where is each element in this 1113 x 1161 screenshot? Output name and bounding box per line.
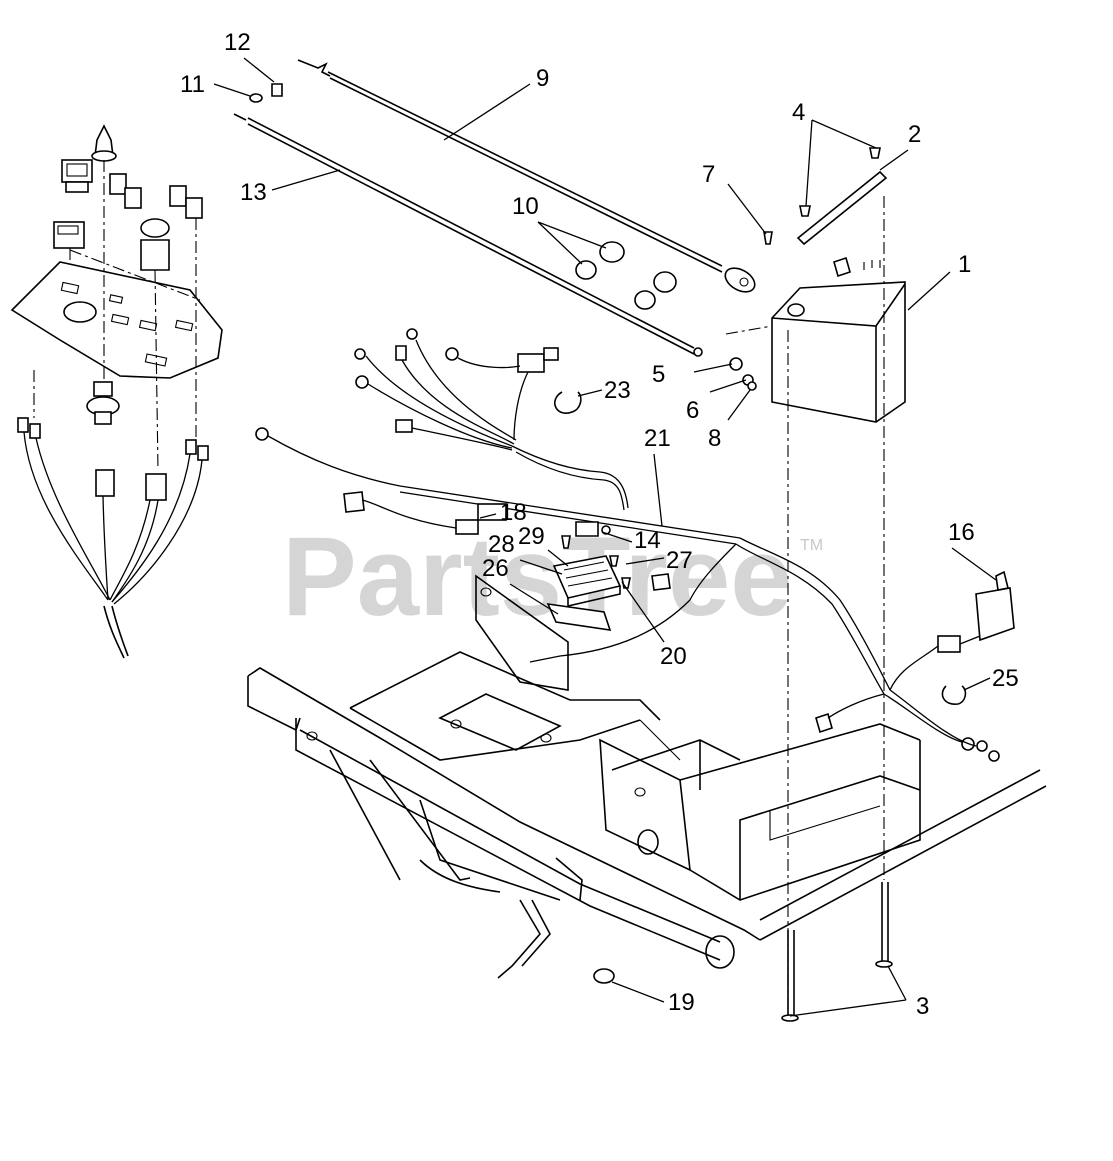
wire-harness — [255, 328, 1015, 762]
watermark: PartsTree TM — [282, 514, 823, 639]
callout-29: 29 — [518, 523, 545, 550]
callout-8: 8 — [708, 425, 721, 452]
watermark-trademark: TM — [800, 537, 823, 554]
callout-12: 12 — [224, 29, 251, 56]
callout-18: 18 — [500, 499, 527, 526]
callout-9: 9 — [536, 65, 549, 92]
callout-1: 1 — [958, 251, 971, 278]
callout-20: 20 — [660, 643, 687, 670]
callout-23: 23 — [604, 377, 631, 404]
watermark-text: PartsTree — [282, 514, 793, 639]
callout-2: 2 — [908, 121, 921, 148]
fuse-block — [546, 535, 671, 631]
callout-25: 25 — [992, 665, 1019, 692]
callout-27: 27 — [666, 547, 693, 574]
callout-19: 19 — [668, 989, 695, 1016]
callout-26: 26 — [482, 555, 509, 582]
callout-7: 7 — [702, 161, 715, 188]
callout-16: 16 — [948, 519, 975, 546]
control-panel-assembly — [10, 124, 223, 659]
callout-21: 21 — [644, 425, 671, 452]
callout-10: 10 — [512, 193, 539, 220]
callout-11: 11 — [180, 71, 205, 98]
battery-assembly — [725, 147, 906, 1020]
callout-4: 4 — [792, 99, 805, 126]
battery-cables — [233, 59, 756, 357]
callout-labels: 1 2 3 4 5 6 7 8 9 10 11 12 13 14 16 18 1… — [180, 29, 1019, 1020]
callout-14: 14 — [634, 527, 661, 554]
callout-3: 3 — [916, 993, 929, 1020]
callout-28: 28 — [488, 531, 515, 558]
callout-6: 6 — [686, 397, 699, 424]
chassis-frame — [247, 574, 1047, 1022]
callout-13: 13 — [240, 179, 267, 206]
leader-lines — [213, 57, 997, 1017]
callout-5: 5 — [652, 361, 665, 388]
